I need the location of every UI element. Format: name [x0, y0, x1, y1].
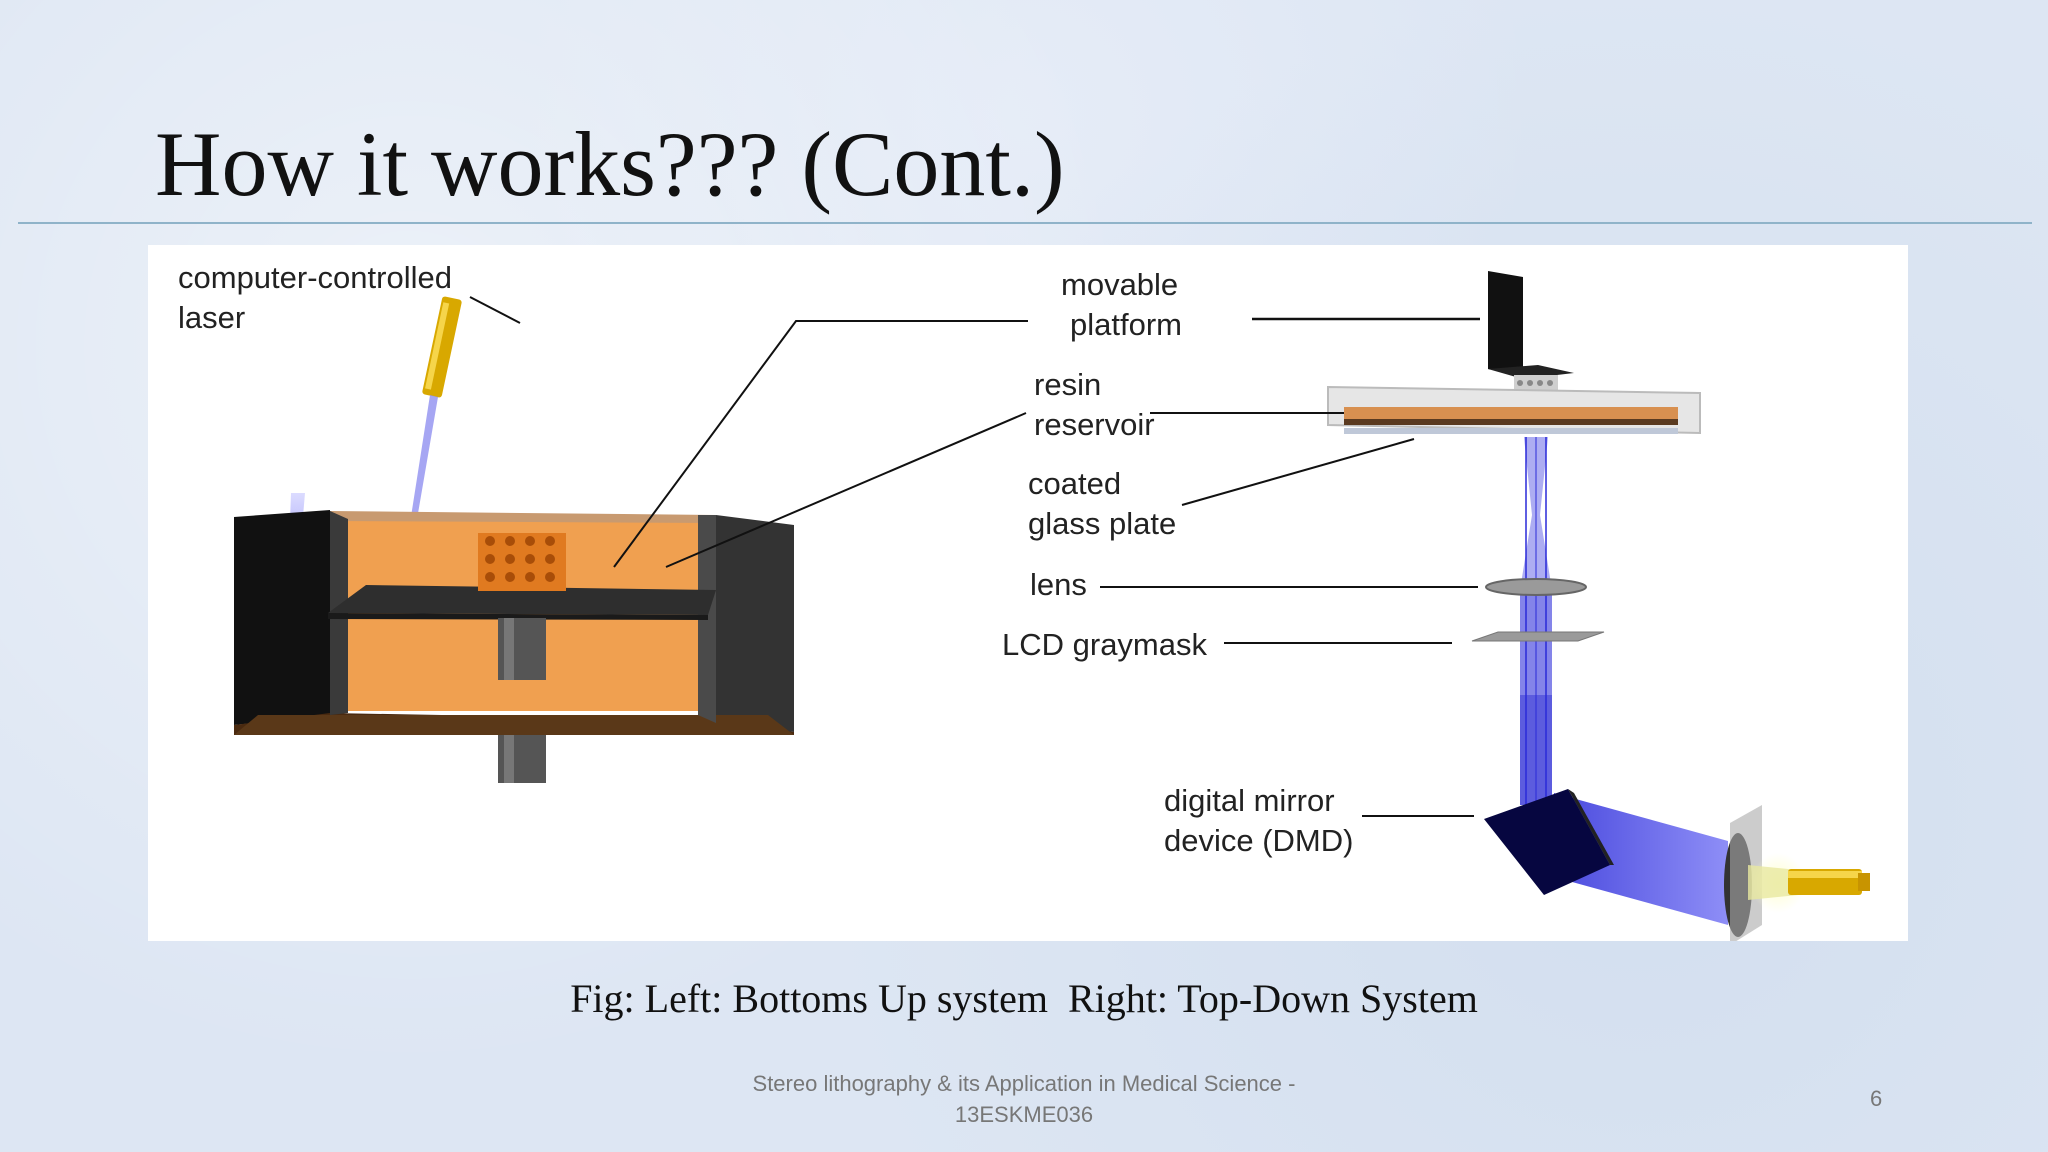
footer-line2: 13ESKME036	[954, 1102, 1094, 1127]
dmd-label-line2: device (DMD)	[1164, 823, 1353, 858]
footer-line1: Stereo lithography & its Application in …	[752, 1071, 1296, 1096]
platform-label-line2: platform	[1070, 307, 1182, 342]
figure-panel: computer-controlled laser	[148, 245, 1908, 941]
printed-part	[478, 533, 566, 591]
glass-label-line1: coated	[1028, 466, 1121, 501]
figure-caption: Fig: Left: Bottoms Up system Right: Top-…	[570, 976, 1478, 1021]
laser-label-line2: laser	[178, 300, 245, 335]
sla-diagram: computer-controlled laser	[178, 260, 1870, 941]
coated-glass-plate	[1344, 428, 1678, 434]
bottom-up-system: computer-controlled laser	[178, 260, 1028, 783]
title-divider	[18, 222, 2032, 224]
laser-label-line1: computer-controlled	[178, 260, 452, 295]
lcd-label: LCD graymask	[1002, 627, 1207, 662]
glass-label-line2: glass plate	[1028, 506, 1176, 541]
lcd-graymask	[1471, 631, 1605, 642]
light-source-icon	[1748, 865, 1870, 900]
movable-platform	[1488, 271, 1574, 413]
slide-number: 6	[1870, 1086, 1883, 1111]
slide-footer: Stereo lithography & its Application in …	[674, 1068, 1374, 1130]
resin-label-line2: reservoir	[1034, 407, 1155, 442]
lens-icon	[1485, 578, 1587, 596]
light-beam	[1520, 437, 1552, 805]
platform-label-line1: movable	[1061, 267, 1178, 302]
slide-title: How it works??? (Cont.)	[155, 113, 1065, 215]
dmd-label-line1: digital mirror	[1164, 783, 1335, 818]
resin-reservoir	[1327, 385, 1701, 435]
top-down-system: movable platform resin reservoir coated …	[1002, 267, 1870, 941]
resin-label-line1: resin	[1034, 367, 1101, 402]
digital-mirror-device	[1484, 789, 1728, 925]
lens-label: lens	[1030, 567, 1087, 602]
